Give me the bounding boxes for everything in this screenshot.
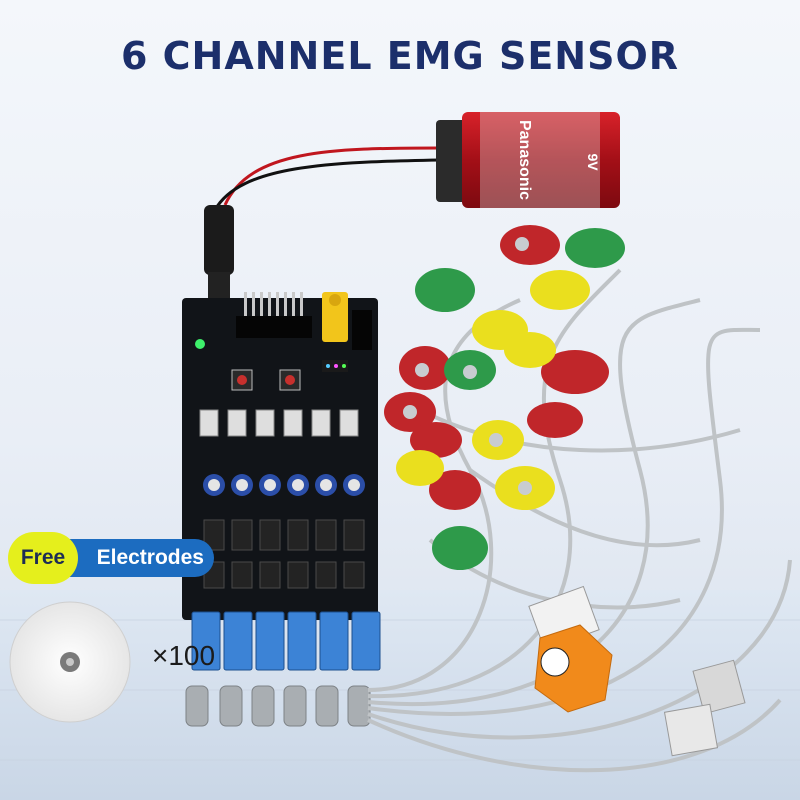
warning-tag [534, 624, 613, 713]
amplifier-chips [203, 519, 365, 589]
snap-leads [384, 225, 625, 570]
electrode-pad [9, 601, 131, 723]
battery-brand: Panasonic [516, 120, 533, 200]
potentiometers [203, 474, 365, 496]
power-led [195, 339, 205, 349]
slide-switches [199, 409, 359, 437]
yellow-jack [322, 292, 348, 342]
dc-jack [204, 205, 234, 275]
electrode-quantity: ×100 [152, 640, 216, 671]
electrodes-label: Electrodes [60, 539, 214, 577]
product-title: 6 CHANNEL EMG SENSOR [120, 34, 680, 78]
free-electrodes-badge: Free Electrodes [8, 532, 214, 584]
lead-cables [367, 268, 792, 773]
free-label: Free [8, 532, 78, 584]
battery-wire-red [223, 146, 441, 206]
electrode-connectors [191, 611, 381, 671]
battery-wire-black [213, 158, 441, 211]
battery-9v: Panasonic 9V [436, 112, 620, 208]
battery-voltage: 9V [585, 153, 601, 171]
cable-plugs [185, 685, 371, 727]
